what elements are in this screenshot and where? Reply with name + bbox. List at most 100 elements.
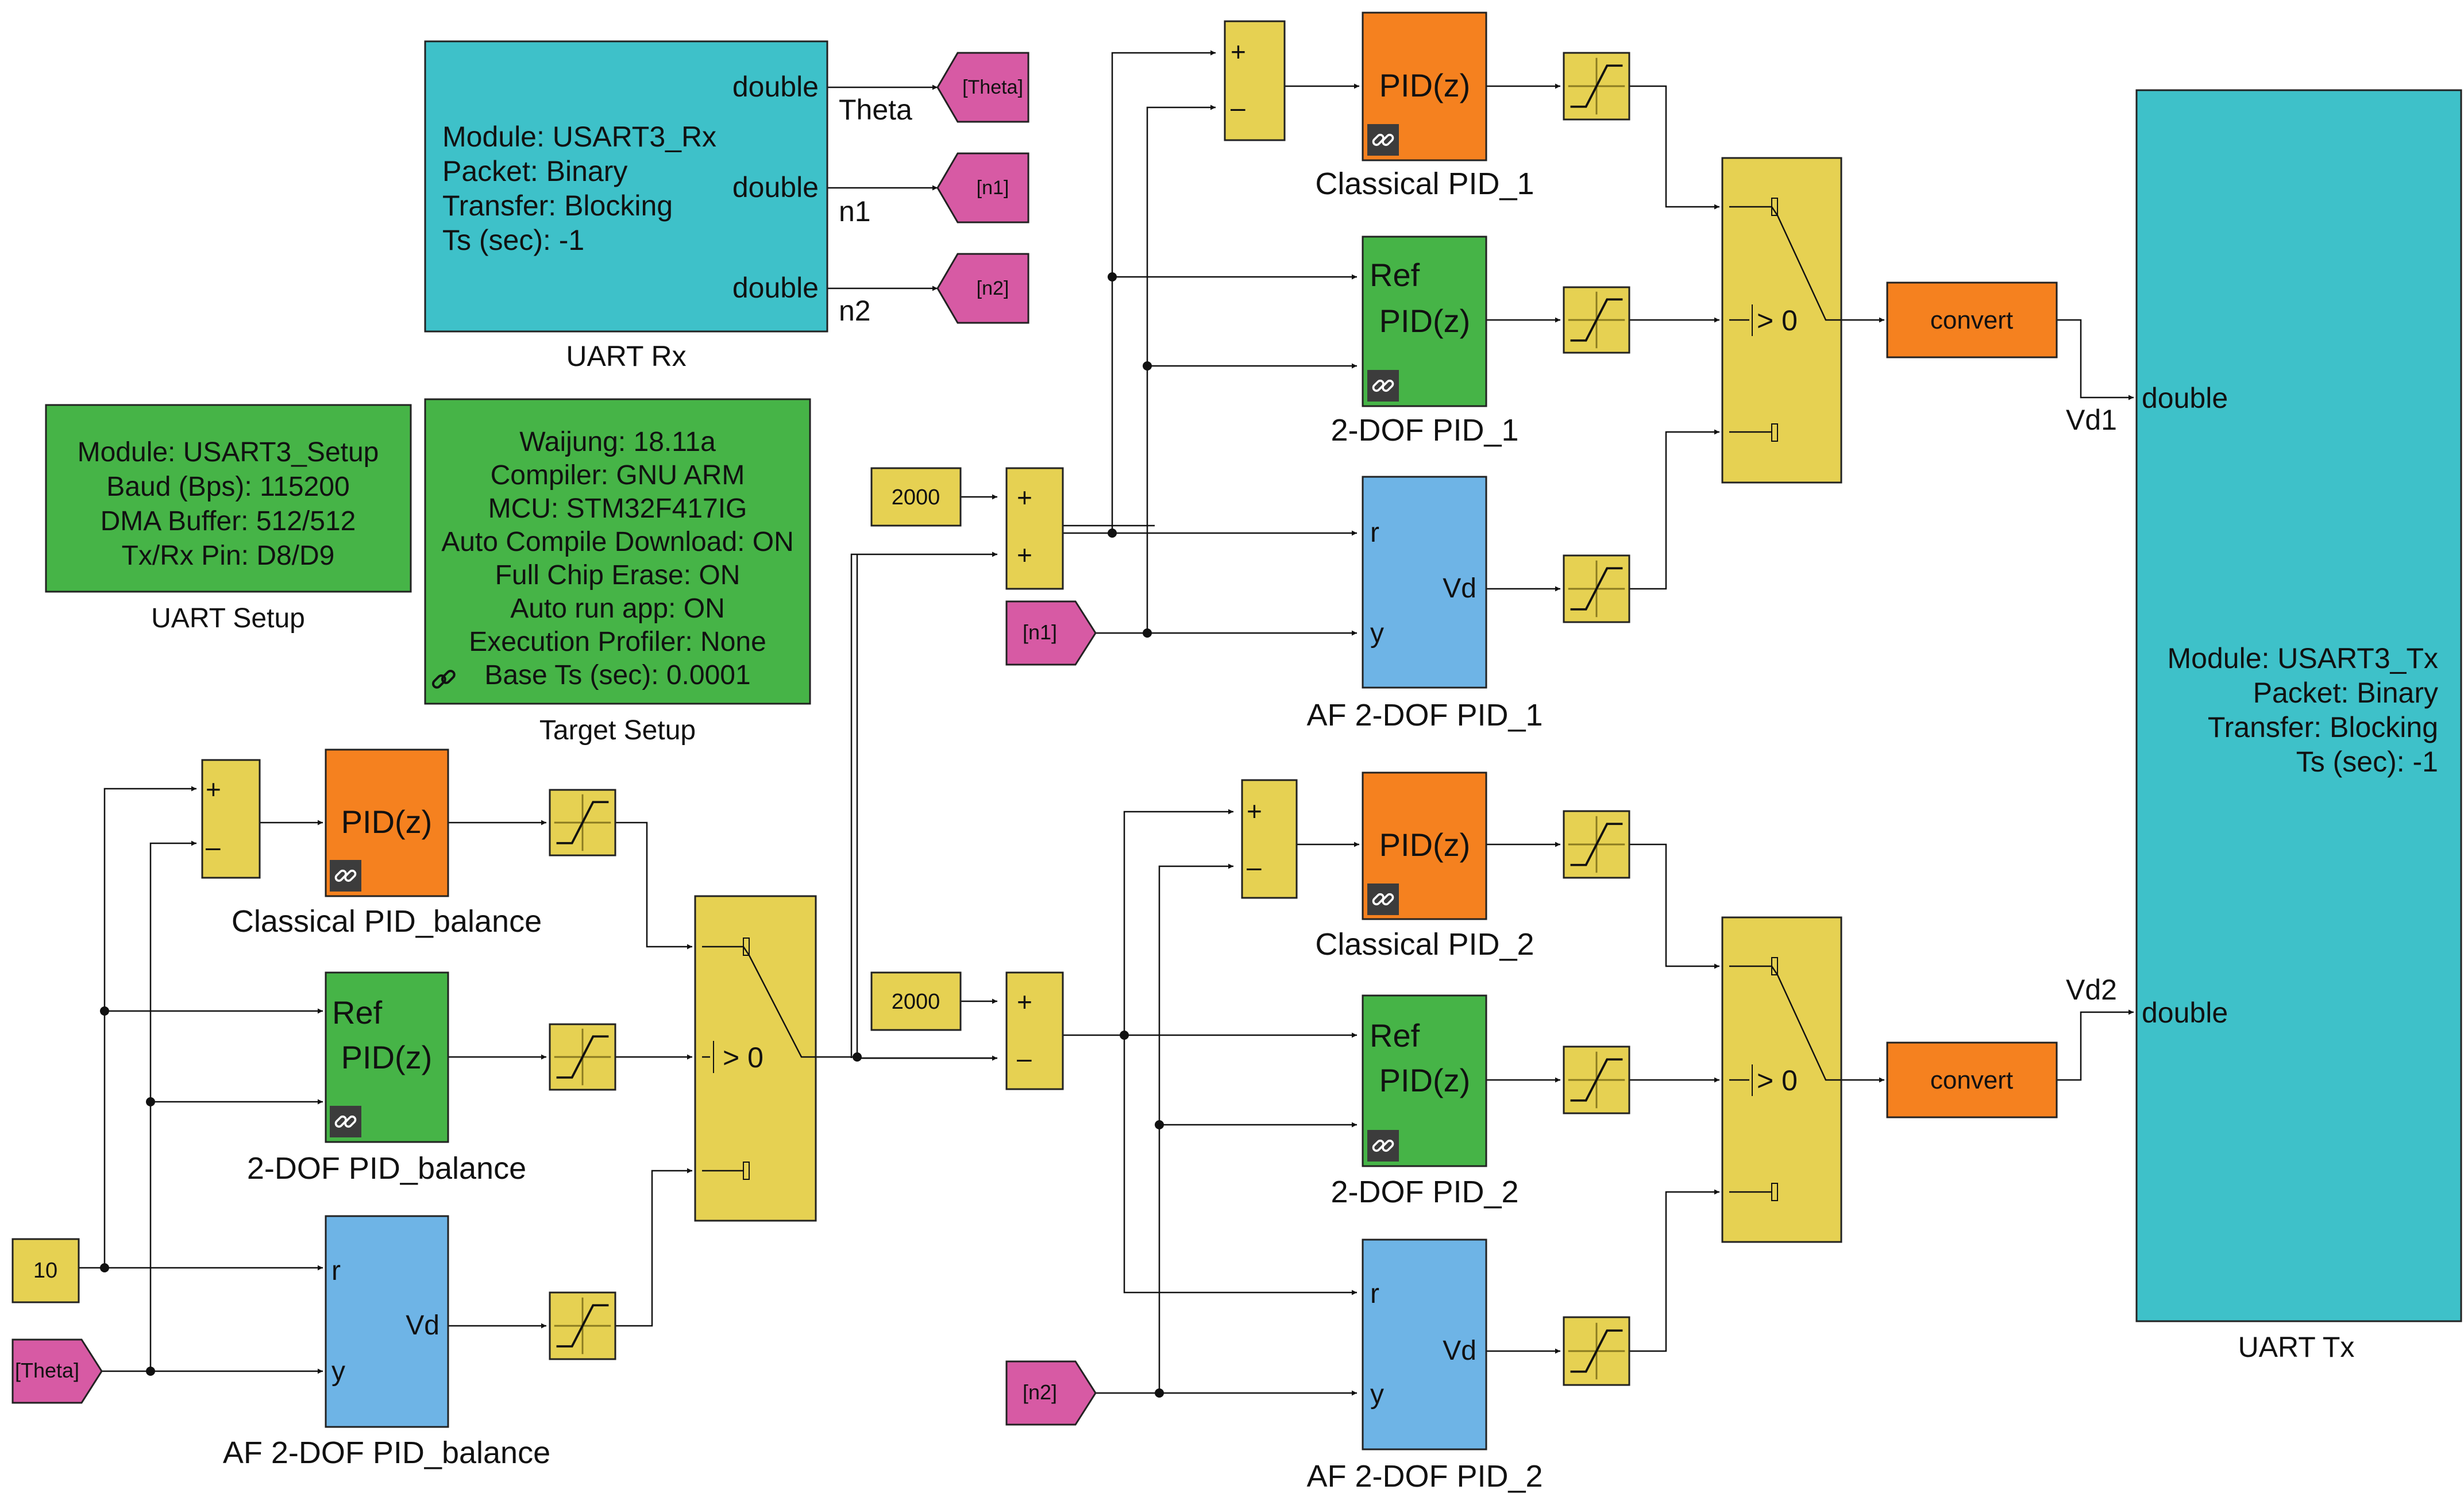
signal-label-vd1: Vd1 bbox=[2066, 404, 2117, 436]
svg-text:+: + bbox=[1231, 37, 1246, 67]
svg-text:–: – bbox=[1247, 852, 1262, 882]
uart-rx-block[interactable]: Module: USART3_Rx Packet: Binary Transfe… bbox=[424, 40, 912, 372]
saturation-top-3 bbox=[1563, 554, 1630, 623]
target-line-5: Full Chip Erase: ON bbox=[495, 560, 741, 591]
svg-text:–: – bbox=[1231, 92, 1246, 122]
caption-classical-pid-2: Classical PID_2 bbox=[1315, 927, 1534, 962]
constant-10[interactable]: 10 bbox=[11, 1238, 80, 1303]
svg-text:[n2]: [n2] bbox=[977, 277, 1009, 299]
uart-rx-port-2: double bbox=[732, 171, 819, 203]
from-tag-theta[interactable]: [Theta] bbox=[11, 1338, 103, 1404]
svg-text:convert: convert bbox=[1930, 1066, 2013, 1094]
goto-tag-n2[interactable]: [n2] bbox=[936, 253, 1029, 324]
uart-rx-line-2: Packet: Binary bbox=[442, 155, 627, 187]
uart-setup-line-3: DMA Buffer: 512/512 bbox=[101, 506, 356, 537]
sum-block-2000-bottom[interactable]: + – bbox=[1005, 971, 1064, 1090]
sum-block-2000-top[interactable]: + + bbox=[1005, 467, 1064, 590]
from-tag-n1[interactable]: [n1] bbox=[1005, 600, 1097, 666]
svg-text:2000: 2000 bbox=[892, 990, 940, 1014]
saturation-blocks[interactable] bbox=[549, 52, 1630, 1386]
uart-rx-caption: UART Rx bbox=[566, 340, 686, 372]
switch-balance[interactable]: > 0 bbox=[694, 895, 817, 1222]
sum-block-top[interactable]: + – bbox=[1224, 20, 1286, 141]
svg-text:–: – bbox=[1017, 1043, 1032, 1073]
saturation-bottom-3 bbox=[1563, 1316, 1630, 1386]
from-tag-n2[interactable]: [n2] bbox=[1005, 1360, 1097, 1426]
constant-2000-bottom[interactable]: 2000 bbox=[870, 971, 962, 1031]
svg-text:Ref: Ref bbox=[332, 994, 383, 1031]
signal-label-n2: n2 bbox=[839, 295, 871, 327]
svg-text:> 0: > 0 bbox=[1757, 1064, 1798, 1097]
caption-classical-pid-balance: Classical PID_balance bbox=[232, 904, 542, 939]
link-icon bbox=[1367, 883, 1399, 915]
caption-twodof-pid-1: 2-DOF PID_1 bbox=[1331, 413, 1518, 447]
uart-setup-line-4: Tx/Rx Pin: D8/D9 bbox=[122, 541, 335, 571]
target-line-3: MCU: STM32F417IG bbox=[488, 493, 747, 524]
svg-text:[Theta]: [Theta] bbox=[15, 1359, 79, 1382]
svg-text:–: – bbox=[206, 832, 221, 862]
svg-text:Ref: Ref bbox=[1370, 1017, 1420, 1054]
uart-tx-line-1: Module: USART3_Tx bbox=[2168, 642, 2438, 674]
af-twodof-pid-2[interactable]: r y Vd AF 2-DOF PID_2 bbox=[1306, 1239, 1543, 1494]
svg-text:+: + bbox=[1017, 540, 1032, 570]
saturation-balance-2 bbox=[549, 1023, 616, 1091]
link-icon bbox=[430, 666, 458, 695]
twodof-pid-2[interactable]: Ref PID(z) 2-DOF PID_2 bbox=[1331, 994, 1519, 1209]
uart-rx-line-3: Transfer: Blocking bbox=[442, 190, 673, 222]
uart-setup-line-1: Module: USART3_Setup bbox=[78, 437, 379, 468]
af-twodof-pid-1[interactable]: r y Vd AF 2-DOF PID_1 bbox=[1306, 476, 1543, 732]
uart-tx-port-2: double bbox=[2142, 997, 2228, 1029]
svg-text:[n1]: [n1] bbox=[1023, 620, 1057, 644]
uart-tx-port-1: double bbox=[2142, 382, 2228, 414]
svg-text:10: 10 bbox=[33, 1259, 57, 1283]
svg-text:2000: 2000 bbox=[892, 485, 940, 510]
convert-block-top[interactable]: convert bbox=[1886, 281, 2058, 358]
link-icon bbox=[330, 1106, 361, 1137]
caption-af-pid-1: AF 2-DOF PID_1 bbox=[1306, 698, 1543, 732]
classical-pid-1[interactable]: PID(z) Classical PID_1 bbox=[1315, 11, 1534, 201]
svg-text:r: r bbox=[1370, 1279, 1379, 1309]
classical-pid-2[interactable]: PID(z) Classical PID_2 bbox=[1315, 771, 1534, 962]
svg-text:Ref: Ref bbox=[1370, 257, 1420, 293]
uart-tx-line-3: Transfer: Blocking bbox=[2208, 711, 2438, 743]
target-line-2: Compiler: GNU ARM bbox=[491, 460, 745, 491]
svg-text:PID(z): PID(z) bbox=[1379, 1062, 1471, 1098]
convert-block-bottom[interactable]: convert bbox=[1886, 1041, 2058, 1118]
uart-setup-block[interactable]: Module: USART3_Setup Baud (Bps): 115200 … bbox=[45, 404, 412, 634]
twodof-pid-1[interactable]: Ref PID(z) 2-DOF PID_1 bbox=[1331, 236, 1519, 447]
signal-lines bbox=[79, 50, 2134, 1396]
sum-block-bottom[interactable]: + – bbox=[1241, 779, 1298, 899]
constant-2000-top[interactable]: 2000 bbox=[870, 467, 962, 527]
uart-rx-port-1: double bbox=[732, 71, 819, 103]
svg-text:y: y bbox=[331, 1356, 345, 1387]
svg-text:y: y bbox=[1370, 618, 1384, 649]
svg-text:PID(z): PID(z) bbox=[341, 804, 433, 840]
switch-top[interactable]: > 0 bbox=[1721, 157, 1842, 484]
uart-tx-block[interactable]: double double Module: USART3_Tx Packet: … bbox=[2066, 89, 2462, 1363]
saturation-bottom-1 bbox=[1563, 810, 1630, 879]
svg-text:Vd: Vd bbox=[1443, 1336, 1476, 1366]
signal-label-n1: n1 bbox=[839, 195, 871, 227]
switch-bottom[interactable]: > 0 bbox=[1721, 916, 1842, 1243]
uart-setup-caption: UART Setup bbox=[151, 603, 305, 634]
link-icon bbox=[330, 860, 361, 892]
svg-text:PID(z): PID(z) bbox=[341, 1039, 433, 1075]
classical-pid-balance[interactable]: PID(z) Classical PID_balance bbox=[232, 748, 542, 939]
goto-tag-n1[interactable]: [n1] bbox=[936, 152, 1029, 223]
af-twodof-pid-balance[interactable]: r y Vd AF 2-DOF PID_balance bbox=[223, 1215, 550, 1470]
saturation-top-2 bbox=[1563, 286, 1630, 354]
link-icon bbox=[1367, 370, 1399, 402]
link-icon bbox=[1367, 1130, 1399, 1162]
uart-rx-port-3: double bbox=[732, 272, 819, 304]
svg-text:+: + bbox=[1017, 483, 1032, 512]
twodof-pid-balance[interactable]: Ref PID(z) 2-DOF PID_balance bbox=[247, 971, 526, 1186]
target-setup-block[interactable]: Waijung: 18.11a Compiler: GNU ARM MCU: S… bbox=[424, 398, 811, 746]
uart-tx-caption: UART Tx bbox=[2238, 1331, 2355, 1363]
svg-text:y: y bbox=[1370, 1379, 1384, 1410]
svg-text:PID(z): PID(z) bbox=[1379, 67, 1471, 103]
sum-block-balance[interactable]: + – bbox=[201, 759, 261, 879]
signal-label-vd2: Vd2 bbox=[2066, 974, 2117, 1006]
goto-tag-theta[interactable]: [Theta] bbox=[936, 52, 1029, 123]
target-setup-text-clip: Waijung: 18.11a Compiler: GNU ARM MCU: S… bbox=[441, 427, 794, 690]
saturation-top-1 bbox=[1563, 52, 1630, 121]
